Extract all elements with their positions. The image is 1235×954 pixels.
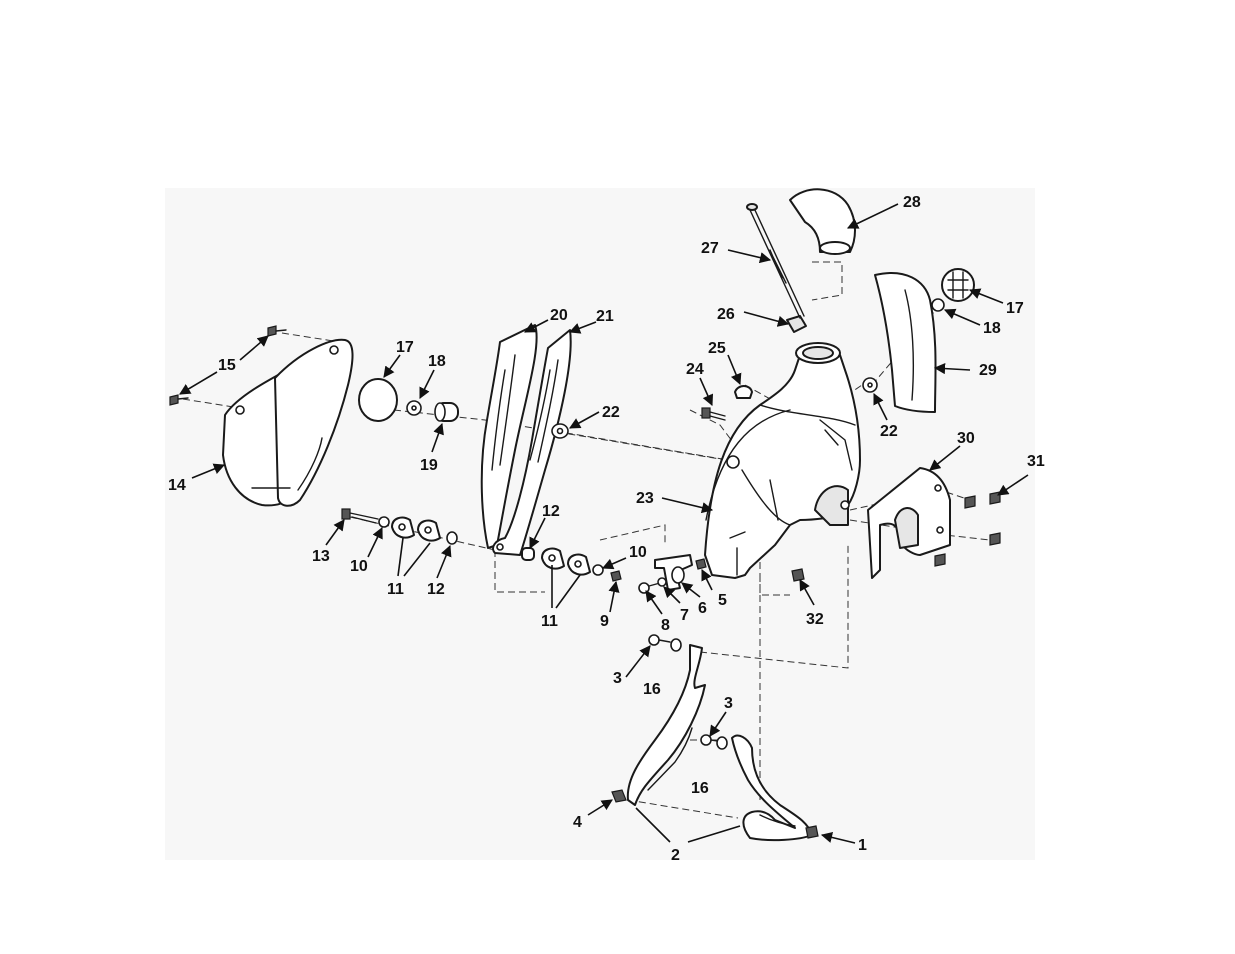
callout-19: 19 [420, 457, 438, 474]
part-10-washer-left [379, 517, 389, 527]
callout-23: 23 [636, 490, 654, 507]
callout-3: 3 [724, 695, 733, 712]
callout-27: 27 [701, 240, 719, 257]
callout-10: 10 [629, 544, 647, 561]
callout-8: 8 [661, 617, 670, 634]
callout-29: 29 [979, 362, 997, 379]
callout-4: 4 [573, 814, 582, 831]
callout-10: 10 [350, 558, 368, 575]
callout-18: 18 [983, 320, 1001, 337]
part-5-nut [696, 559, 706, 569]
callout-31: 31 [1027, 453, 1045, 470]
callout-16: 16 [643, 681, 661, 698]
callout-13: 13 [312, 548, 330, 565]
part-18-washer-left [407, 401, 421, 415]
part-22-washer-right [863, 378, 877, 392]
callout-17: 17 [1006, 300, 1024, 317]
callout-30: 30 [957, 430, 975, 447]
callout-14: 14 [168, 477, 186, 494]
callout-28: 28 [903, 194, 921, 211]
callout-3: 3 [613, 670, 622, 687]
part-22-washer-left [552, 424, 568, 438]
part-12-bushing-right [522, 548, 534, 560]
callout-17: 17 [396, 339, 414, 356]
callout-22: 22 [602, 404, 620, 421]
part-7-washer [658, 578, 666, 586]
part-25-plug [735, 386, 752, 398]
callout-25: 25 [708, 340, 726, 357]
callout-20: 20 [550, 307, 568, 324]
callout-11: 11 [387, 581, 404, 598]
callout-21: 21 [596, 308, 614, 325]
callout-12: 12 [542, 503, 560, 520]
callout-26: 26 [717, 306, 735, 323]
callout-22: 22 [880, 423, 898, 440]
callout-6: 6 [698, 600, 707, 617]
callout-12: 12 [427, 581, 445, 598]
callout-16: 16 [691, 780, 709, 797]
part-10-washer-right [593, 565, 603, 575]
callout-9: 9 [600, 613, 609, 630]
callout-2: 2 [671, 847, 680, 864]
part-32-nut [792, 569, 804, 581]
part-17-knob-left [359, 379, 397, 421]
part-19-spacer [435, 403, 458, 421]
part-17-knob-right [942, 269, 974, 301]
part-12-bushing-left [447, 532, 457, 544]
part-18-washer-right [932, 299, 944, 311]
callout-11: 11 [541, 613, 558, 630]
part-1-nut [806, 826, 818, 838]
callout-32: 32 [806, 611, 824, 628]
callout-15: 15 [218, 357, 236, 374]
part-9-nut [611, 571, 621, 581]
callout-18: 18 [428, 353, 446, 370]
callout-7: 7 [680, 607, 689, 624]
callout-1: 1 [858, 837, 867, 854]
callout-5: 5 [718, 592, 727, 609]
callout-24: 24 [686, 361, 704, 378]
